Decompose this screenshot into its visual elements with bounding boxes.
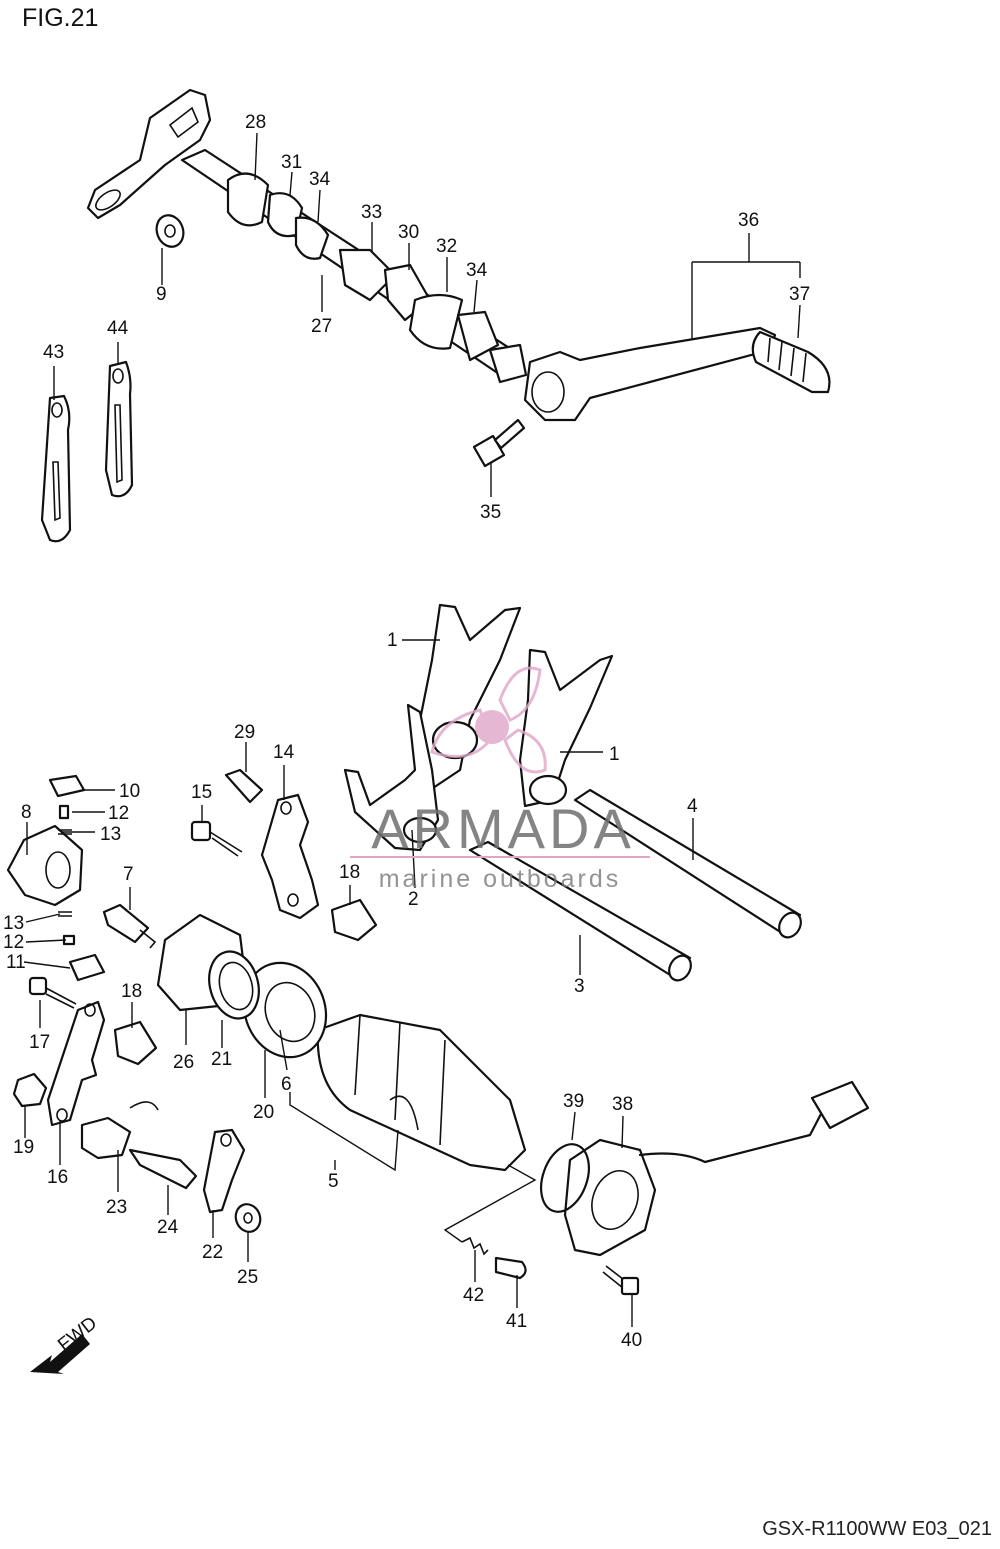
pin-41 [494,1256,527,1280]
shift-fork-1-left [418,603,522,792]
callout-17: 17 [29,1032,50,1053]
shift-arm-plate [86,88,212,220]
arm-22 [202,1128,246,1214]
callout-12: 12 [108,803,129,824]
callout-27: 27 [311,316,332,337]
fwd-arrow-icon: FWD [30,1313,101,1374]
callout-1: 1 [609,744,620,765]
callout-32: 32 [436,236,457,257]
stopper-assy-8 [6,824,84,907]
gearshift-lever [523,326,777,422]
cam-guide-16 [46,1000,106,1127]
callout-4: 4 [687,796,698,817]
callout-21: 21 [211,1049,232,1070]
callout-1: 1 [387,630,398,651]
shift-fork-shaft-4 [573,788,802,939]
footpeg-rubber-37 [751,330,831,394]
armada-propeller-logo [430,666,547,774]
callout-16: 16 [47,1167,68,1188]
gearshift-cam-drum-5 [316,1013,527,1172]
bearing-20 [242,961,328,1059]
callout-8: 8 [21,802,32,823]
watermark-tagline: marine outboards [378,865,622,893]
callout-19: 19 [13,1137,34,1158]
callout-44: 44 [107,318,129,339]
washer-9 [155,214,185,248]
callout-43: 43 [43,342,64,363]
o-ring-39 [540,1143,590,1213]
callout-41: 41 [506,1311,527,1332]
callout-18: 18 [339,862,360,883]
callout-42: 42 [463,1285,484,1306]
neutral-switch-38 [563,1080,870,1257]
callout-12: 12 [3,932,24,953]
callout-25: 25 [237,1267,258,1288]
callout-7: 7 [123,864,134,885]
callout-14: 14 [273,742,295,763]
callout-15: 15 [191,782,212,803]
callout-labels: 1 1 2 3 4 5 6 7 8 9 10 11 12 12 13 13 14… [3,112,810,1351]
callout-23: 23 [106,1197,127,1218]
model-code: GSX-R1100WW E03_021 [762,1518,992,1540]
small-parts-10-13 [48,774,106,982]
plunger-7 [102,903,157,949]
callout-20: 20 [253,1102,274,1123]
callout-40: 40 [621,1330,642,1351]
callout-33: 33 [361,202,382,223]
collar-18-lower [113,1020,158,1066]
callout-3: 3 [574,976,585,997]
callout-9: 9 [156,284,167,305]
bolt-15 [190,820,243,857]
callout-6: 6 [281,1074,292,1095]
link-rod-43 [40,394,72,543]
callout-34: 34 [309,169,331,190]
shift-fork-shaft-3 [468,840,692,982]
ring-21 [208,950,260,1020]
callout-38: 38 [612,1094,633,1115]
callout-18: 18 [121,981,142,1002]
bolt-35 [472,418,526,468]
link-rod-44 [104,360,134,498]
callout-34: 34 [466,260,488,281]
pin-29 [224,768,264,804]
callout-29: 29 [234,722,255,743]
callout-13: 13 [3,913,24,934]
callout-31: 31 [281,152,302,173]
callout-26: 26 [173,1052,194,1073]
shift-shaft [180,148,528,384]
pin-24 [128,1148,198,1190]
spring-23 [80,1101,159,1160]
bolt-17 [28,976,77,1009]
collar-18-upper [330,898,378,942]
callout-30: 30 [398,222,419,243]
watermark-divider [350,856,650,858]
figure-title: FIG.21 [22,4,99,32]
callout-28: 28 [245,112,266,133]
callout-39: 39 [563,1091,584,1112]
callout-13: 13 [100,824,121,845]
callout-22: 22 [202,1242,223,1263]
spring-42 [461,1236,489,1256]
nut-19 [12,1072,48,1108]
callout-24: 24 [157,1217,179,1238]
shift-fork-1-right [518,648,614,808]
callout-5: 5 [328,1171,339,1192]
bolt-40 [602,1265,640,1296]
leader-lines [23,132,801,1327]
callout-36: 36 [738,210,759,231]
watermark-brand: ARMADA [371,797,635,860]
washer-25 [234,1203,262,1233]
callout-35: 35 [480,502,501,523]
callout-2: 2 [408,889,419,910]
callout-11: 11 [6,952,26,973]
callout-37: 37 [789,284,810,305]
cam-stopper-plate-14 [260,793,320,920]
callout-10: 10 [119,781,140,802]
